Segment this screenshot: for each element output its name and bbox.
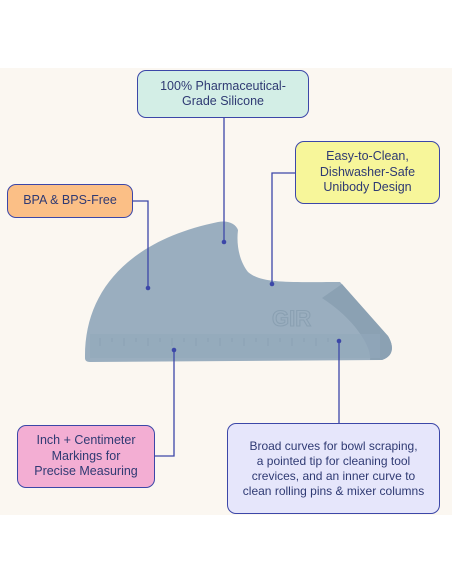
callout-markings-text: Inch + Centimeter Markings for Precise M… (34, 433, 138, 479)
leader-bpa (133, 200, 149, 288)
callout-silicone: 100% Pharmaceutical- Grade Silicone (137, 70, 309, 118)
callout-markings: Inch + Centimeter Markings for Precise M… (17, 425, 155, 488)
leader-dots (145, 239, 342, 353)
leader-easy-clean (271, 172, 295, 284)
callout-bpa-free: BPA & BPS-Free (7, 184, 133, 218)
leader-markings (155, 350, 175, 457)
leader-lines (133, 118, 340, 457)
callout-easy-clean: Easy-to-Clean, Dishwasher-Safe Unibody D… (295, 141, 440, 204)
ruler-ticks (99, 338, 329, 346)
gir-logo: GIR (272, 306, 311, 331)
callout-bpa-free-text: BPA & BPS-Free (23, 193, 117, 208)
callout-curves-text: Broad curves for bowl scraping, a pointe… (242, 438, 425, 498)
measuring-band (90, 334, 380, 358)
scraper-body (84, 221, 392, 362)
callout-silicone-text: 100% Pharmaceutical- Grade Silicone (160, 78, 286, 109)
callout-easy-clean-text: Easy-to-Clean, Dishwasher-Safe Unibody D… (319, 149, 416, 195)
callout-curves: Broad curves for bowl scraping, a pointe… (227, 423, 440, 514)
